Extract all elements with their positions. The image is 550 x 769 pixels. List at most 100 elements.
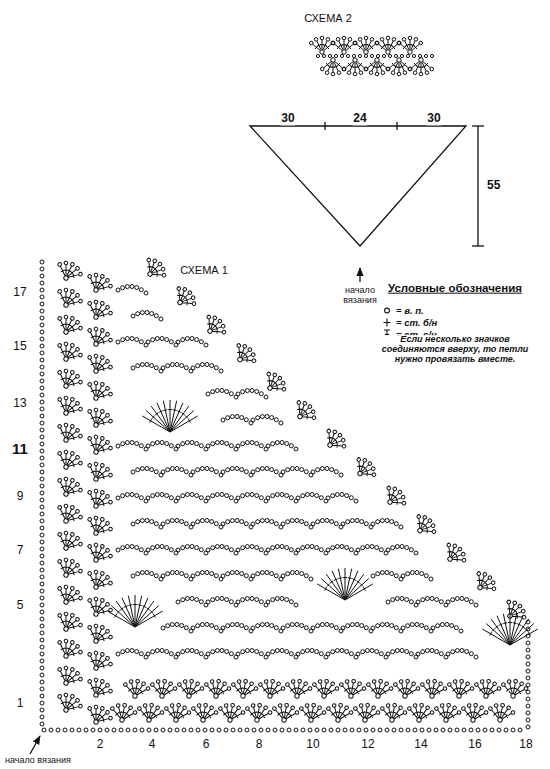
row-number: 2: [96, 738, 105, 751]
shell-motif: [53, 338, 85, 366]
shell-motif: [271, 701, 300, 724]
shell-motif: [53, 527, 85, 555]
chain-loop: [446, 597, 478, 608]
chain-loop: [146, 337, 178, 348]
chain-loop: [191, 571, 223, 582]
stitch-fan: [470, 567, 500, 597]
shell-motif: [122, 677, 151, 700]
stitch-fan: [325, 701, 354, 724]
shell-motif: [375, 36, 400, 54]
row-number: 14: [413, 738, 428, 751]
chain-loop: [251, 519, 283, 530]
chain-loop: [161, 519, 193, 530]
stitch-fan: [386, 58, 411, 76]
tick: [324, 122, 325, 130]
chain-loop: [296, 545, 328, 556]
shell-motif: [410, 510, 440, 540]
shell-motif: [433, 701, 462, 724]
shell-motif: [53, 284, 85, 312]
shell-motif: [83, 647, 115, 675]
shell-motif: [500, 677, 529, 700]
legend-heading: Условные обозначения: [387, 282, 523, 295]
tick: [396, 122, 397, 130]
stitch-fan: [338, 677, 367, 700]
foundation-chain: [42, 728, 522, 732]
stitch-fan: [109, 701, 138, 724]
shell-motif: [163, 701, 192, 724]
stitch-fan: [53, 446, 85, 474]
row-number: 12: [360, 738, 375, 751]
stitch-fan: [53, 257, 85, 285]
chain-loop: [251, 623, 283, 634]
shell-motif: [140, 254, 170, 284]
stitch-fan: [203, 677, 232, 700]
stitch-fan: [53, 527, 85, 555]
chain-loop: [266, 545, 298, 556]
chain-loop: [176, 649, 208, 660]
chain-loop: [116, 285, 148, 296]
stitch-fan: [500, 677, 529, 700]
chain-loop: [176, 337, 208, 348]
chain-loop: [191, 467, 223, 478]
chain-loop: [416, 649, 448, 660]
chain-loop: [116, 649, 148, 660]
shell-motif: [470, 567, 500, 597]
chain-loop: [236, 441, 268, 452]
chain-loop: [401, 571, 433, 582]
chain-loop: [176, 441, 208, 452]
shell-motif: [136, 701, 165, 724]
stitch-fan: [83, 323, 115, 351]
stitch-fan: [320, 425, 350, 455]
stitch-symbol: [382, 317, 392, 328]
stitch-fan: [149, 677, 178, 700]
stitch-fan: [83, 458, 115, 486]
chain-loop: [371, 623, 403, 634]
chain-loop: [251, 571, 283, 582]
legend-text: = ст. б/н: [396, 317, 437, 328]
chain-loop: [146, 545, 178, 556]
row-number: 13: [12, 397, 27, 410]
stitch-fan: [83, 701, 115, 729]
shell-motif: [53, 311, 85, 339]
stitch-fan: [353, 36, 378, 54]
chain-loop: [176, 545, 208, 556]
chain-row: [316, 54, 433, 57]
stitch-fan: [342, 58, 367, 76]
shell-motif: [53, 689, 85, 717]
chain-loop: [281, 623, 313, 634]
shell-motif: [53, 635, 85, 663]
chain-loop: [311, 623, 343, 634]
chain-loop: [326, 493, 358, 504]
shell-motif: [53, 662, 85, 690]
stitch-fan: [379, 701, 408, 724]
shell-motif: [487, 701, 516, 724]
shell-motif: [83, 485, 115, 513]
stitch-fan: [364, 58, 389, 76]
stitch-fan: [375, 36, 400, 54]
chain-loop: [161, 623, 193, 634]
stitch-fan: [433, 701, 462, 724]
shell-motif: [230, 339, 260, 369]
chain-column: [40, 260, 44, 726]
stitches: [40, 36, 538, 732]
stitch-fan: [53, 311, 85, 339]
chain-loop: [296, 649, 328, 660]
stitch-symbol: [382, 305, 392, 316]
shell-motif: [83, 296, 115, 324]
shell-motif: [176, 677, 205, 700]
legend-text: = в. п.: [396, 305, 424, 316]
stitch-fan: [260, 368, 290, 398]
shell-motif: [353, 36, 378, 54]
chain-loop: [206, 389, 238, 400]
chain-loop: [191, 519, 223, 530]
stitch-fan: [298, 701, 327, 724]
shell-motif: [244, 701, 273, 724]
tick: [472, 125, 484, 126]
shell-motif: [200, 311, 230, 341]
chain-loop: [266, 597, 298, 608]
chain-column: [526, 620, 530, 729]
chain-loop: [131, 363, 163, 374]
stitch-symbol: [385, 308, 390, 313]
row-number: 9: [16, 490, 25, 503]
shell-motif: [320, 425, 350, 455]
